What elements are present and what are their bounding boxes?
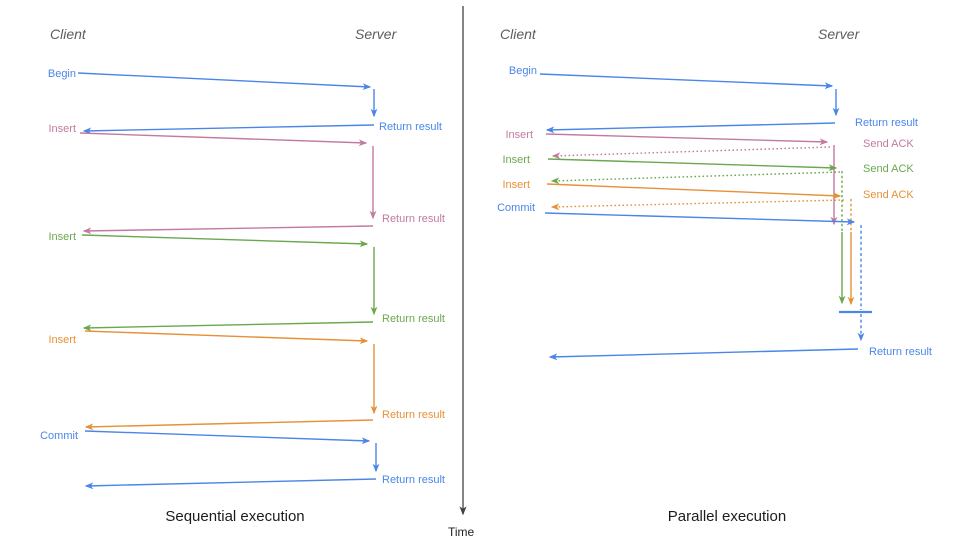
response-label-commit: Return result — [382, 474, 445, 486]
message-label-insert1: Insert — [505, 129, 533, 141]
message-label-begin: Begin — [48, 68, 76, 80]
message-label-insert2: Insert — [502, 154, 530, 166]
message-label-commit: Commit — [40, 430, 78, 442]
ack-label-insert3: Send ACK — [863, 189, 914, 201]
message-line-commit — [544, 212, 856, 226]
panel-title-sequential: Sequential execution — [165, 508, 304, 525]
message-label-commit: Commit — [497, 202, 535, 214]
server-lifeline-label: Server — [355, 26, 398, 42]
message-label-insert3: Insert — [48, 334, 76, 346]
server-lifeline-label: Server — [818, 26, 861, 42]
response-label-begin: Return result — [855, 117, 918, 129]
panel-title-parallel: Parallel execution — [668, 508, 786, 525]
ack-label-insert1: Send ACK — [863, 138, 914, 150]
message-line-insert1 — [79, 132, 368, 147]
response-line-commit — [548, 348, 859, 361]
message-line-insert1 — [545, 133, 829, 146]
client-lifeline-label: Client — [500, 26, 537, 42]
message-line-begin — [539, 73, 834, 90]
ack-line-insert1 — [551, 146, 831, 160]
time-axis: Time — [448, 6, 475, 539]
response-line-insert2 — [82, 321, 374, 332]
ack-label-insert2: Send ACK — [863, 163, 914, 175]
message-label-insert3: Insert — [502, 179, 530, 191]
message-line-begin — [77, 72, 372, 91]
ack-line-insert3 — [550, 199, 845, 211]
client-lifeline-label: Client — [50, 26, 87, 42]
response-label-insert3: Return result — [382, 409, 445, 421]
response-line-insert1 — [82, 225, 374, 235]
message-line-insert2 — [547, 158, 838, 172]
response-label-insert1: Return result — [382, 213, 445, 225]
message-label-insert1: Insert — [48, 123, 76, 135]
message-line-commit — [84, 430, 371, 445]
message-line-insert3 — [84, 330, 369, 345]
response-line-begin — [545, 122, 836, 134]
message-label-begin: Begin — [509, 65, 537, 77]
response-line-insert3 — [84, 419, 374, 431]
response-label-begin: Return result — [379, 121, 442, 133]
response-line-commit — [84, 478, 377, 490]
ack-line-insert2 — [550, 171, 841, 185]
response-label-insert2: Return result — [382, 313, 445, 325]
sequential-panel: Client Server Begin Return result Insert… — [40, 26, 445, 525]
parallel-panel: Client Server Begin Return result Insert… — [497, 26, 932, 525]
response-line-begin — [82, 124, 375, 135]
message-line-insert3 — [546, 183, 842, 200]
time-axis-label: Time — [448, 525, 475, 539]
message-label-insert2: Insert — [48, 231, 76, 243]
message-line-insert2 — [81, 234, 369, 248]
response-label-commit: Return result — [869, 346, 932, 358]
